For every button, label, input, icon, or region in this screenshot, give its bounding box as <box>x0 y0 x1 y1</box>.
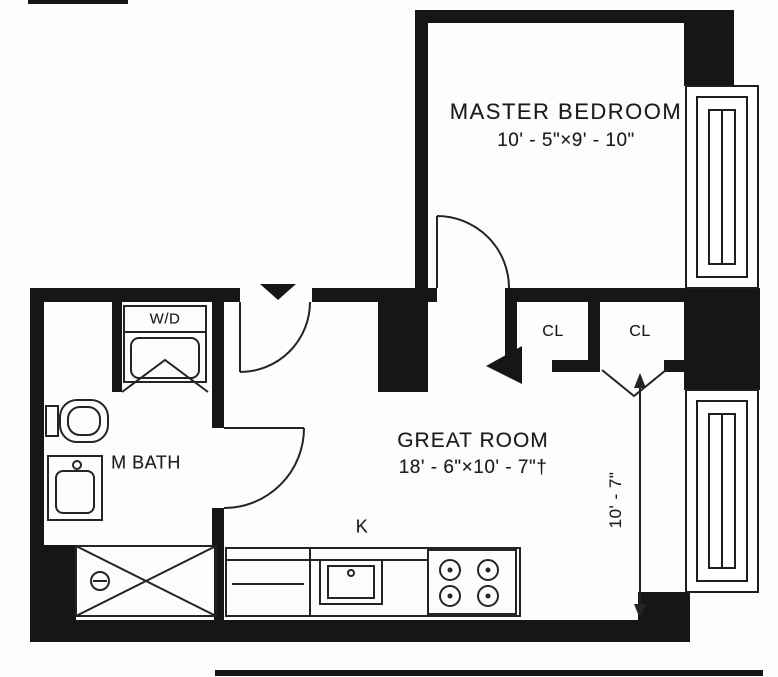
fixtures <box>45 305 521 617</box>
wall-segment <box>638 592 690 642</box>
entry-door-swing <box>239 301 311 373</box>
great-room-label: GREAT ROOM <box>397 429 549 452</box>
dimension-arrow <box>634 373 646 619</box>
wall-segment <box>212 288 224 428</box>
windows <box>685 85 759 593</box>
wall-segment <box>214 548 224 620</box>
wall-segment <box>684 10 734 86</box>
wall-segment <box>664 360 684 372</box>
master-bedroom-dimensions: 10' - 5"×9' - 10" <box>497 130 635 151</box>
vertical-dimension-label: 10' - 7" <box>606 471 625 529</box>
closet-1-door <box>486 346 522 384</box>
kitchen-sink <box>319 559 383 605</box>
great-room-dimensions: 18' - 6"×10' - 7"† <box>398 457 548 478</box>
wall-segment <box>684 288 760 390</box>
wall-segment <box>588 288 600 372</box>
closet-2-doors <box>601 369 667 398</box>
wall-segment <box>415 10 428 302</box>
walls <box>28 0 763 676</box>
washer-dryer-label: W/D <box>149 310 181 328</box>
wall-segment <box>30 288 44 548</box>
bathroom-sink <box>47 455 103 521</box>
entry-marker-icon <box>260 284 296 300</box>
scan-artifact-bottom <box>215 670 763 676</box>
wall-segment <box>212 508 224 548</box>
wall-segment <box>30 288 240 302</box>
closet-1-label: CL <box>542 323 564 340</box>
kitchen-label: K <box>355 516 369 537</box>
wall-segment <box>30 620 645 642</box>
toilet <box>45 399 109 443</box>
wall-segment <box>378 288 428 392</box>
master-bath-label: M BATH <box>111 452 181 473</box>
master-bedroom-label: MASTER BEDROOM <box>449 99 683 124</box>
scan-artifact-top <box>28 0 128 4</box>
window-master-bedroom <box>685 85 759 289</box>
bathtub <box>75 545 217 617</box>
wall-segment <box>112 288 122 392</box>
master-bedroom-door-swing <box>436 215 510 289</box>
wall-segment <box>428 288 437 302</box>
window-great-room <box>685 389 759 593</box>
washer-dryer-unit <box>123 305 207 383</box>
stove <box>427 549 517 615</box>
bath-door-swing <box>223 427 305 509</box>
closet-2-label: CL <box>629 323 651 340</box>
wall-segment <box>552 360 600 372</box>
wall-segment <box>415 10 715 23</box>
